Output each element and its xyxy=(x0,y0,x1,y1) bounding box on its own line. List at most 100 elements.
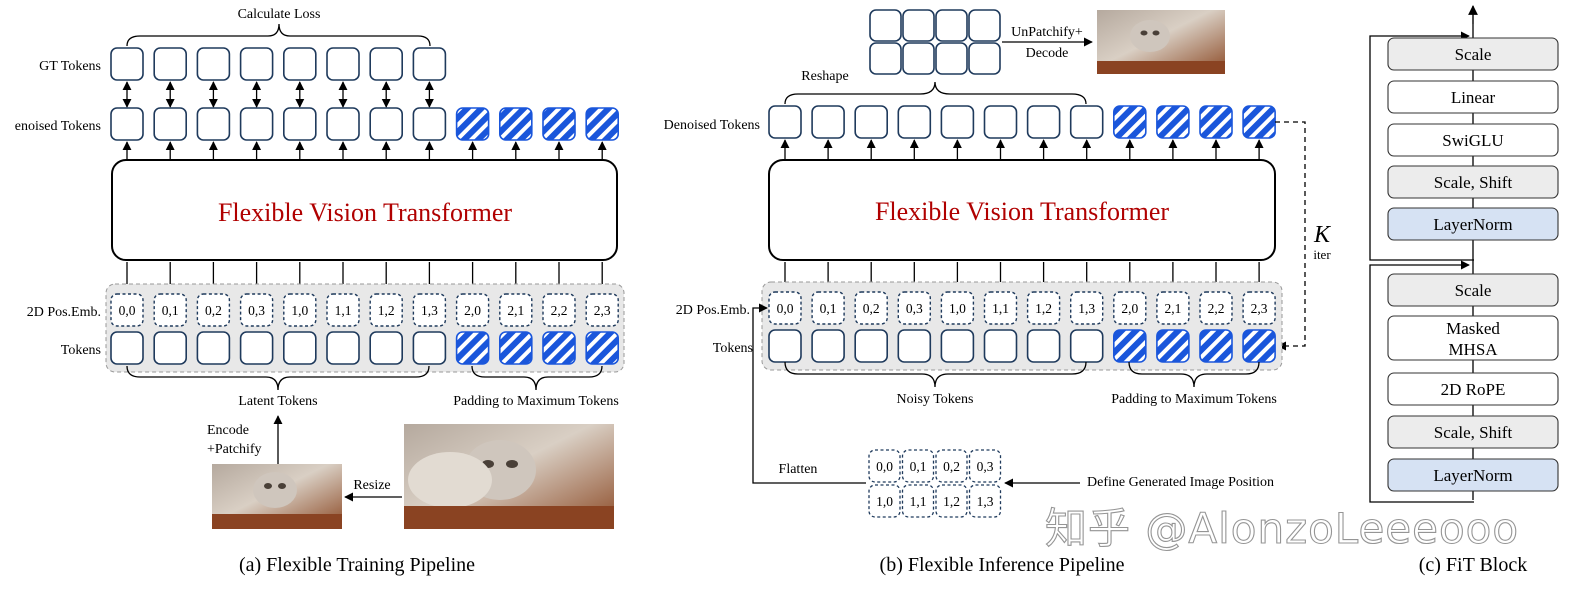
transformer-title-b: Flexible Vision Transformer xyxy=(875,197,1169,226)
pos-emb-panel-b xyxy=(761,281,1283,371)
grid-token xyxy=(935,42,968,75)
unpatchify-label-1: UnPatchify+ xyxy=(1011,25,1083,40)
calc-loss-label: Calculate Loss xyxy=(238,7,321,22)
denoised-token xyxy=(282,107,317,141)
gt-token xyxy=(282,47,317,81)
mlp-block xyxy=(1387,123,1559,157)
padding-token xyxy=(498,107,533,141)
caption-a: (a) Flexible Training Pipeline xyxy=(239,554,475,576)
latent-token xyxy=(369,331,404,365)
iter-label: iter xyxy=(1313,247,1331,262)
position-cell-label: 0,3 xyxy=(977,459,994,474)
pos-emb-label: 2,0 xyxy=(1121,301,1138,316)
transformer-box-a xyxy=(111,159,618,261)
tokens-label-b: Tokens xyxy=(713,341,753,356)
latent-token xyxy=(196,331,231,365)
attn-block xyxy=(1387,372,1559,406)
position-cell xyxy=(935,449,968,483)
padding-brace-a xyxy=(471,365,603,391)
noisy-token xyxy=(897,329,932,363)
denoised-token xyxy=(811,105,845,139)
pos-emb-panel-a xyxy=(105,283,625,373)
pos-emb-box xyxy=(499,293,533,327)
gt-token xyxy=(326,47,360,81)
gt-denoised-arrows xyxy=(122,81,434,108)
denoised-token-row xyxy=(110,107,620,141)
attn-block xyxy=(1387,458,1559,492)
pos-emb-label: 1,2 xyxy=(1035,301,1052,316)
padding-token xyxy=(1242,329,1276,363)
attn-block xyxy=(1387,415,1559,449)
input-token-row-b xyxy=(768,329,1276,363)
pos-emb-label: 0,3 xyxy=(906,301,923,316)
position-cell xyxy=(968,449,1002,483)
mlp-block xyxy=(1387,80,1559,114)
pos-emb-label: 0,1 xyxy=(820,301,837,316)
denoised-tokens-label-b: Denoised Tokens xyxy=(664,118,760,133)
pos-emb-box xyxy=(1199,291,1233,325)
block-label: MHSA xyxy=(1448,340,1498,359)
mlp-block xyxy=(1387,207,1559,241)
pos-emb-label: 2,3 xyxy=(1251,301,1268,316)
pos-emb-box xyxy=(1026,291,1061,325)
position-cell-label: 1,2 xyxy=(943,494,960,509)
pos-emb-box xyxy=(542,293,576,327)
denoised-token xyxy=(768,105,802,139)
denoised-token xyxy=(196,107,231,141)
gt-token-row xyxy=(110,47,447,81)
padding-label-b: Padding to Maximum Tokens xyxy=(1111,392,1277,407)
pos-emb-label: 2,1 xyxy=(507,303,524,318)
input-token-row xyxy=(110,331,620,365)
transformer-output-arrows xyxy=(122,141,607,160)
transformer-title-a: Flexible Vision Transformer xyxy=(218,198,512,227)
noisy-token xyxy=(811,329,845,363)
attn-residual xyxy=(1369,260,1474,503)
pos-emb-label: 0,1 xyxy=(162,303,179,318)
denoised-token xyxy=(854,105,889,139)
tokens-label-a: Tokens xyxy=(61,343,101,358)
pos-emb-label: 2,0 xyxy=(464,303,481,318)
denoised-token xyxy=(239,107,274,141)
calc-loss-brace xyxy=(126,23,431,47)
padding-brace-b xyxy=(1128,361,1260,388)
mlp-block xyxy=(1387,165,1559,199)
position-cell-label: 1,1 xyxy=(910,494,927,509)
noisy-token xyxy=(854,329,889,363)
position-cell-label: 0,0 xyxy=(876,459,893,474)
pos-emb-box xyxy=(1113,291,1147,325)
pos-emb-box xyxy=(110,293,144,327)
output-token-grid xyxy=(869,9,1001,75)
padding-token xyxy=(455,107,490,141)
denoised-token xyxy=(412,107,447,141)
pos-emb-box xyxy=(585,293,619,327)
caption-c: (c) FiT Block xyxy=(1419,554,1528,576)
mlp-block xyxy=(1387,37,1559,71)
block-label: Masked xyxy=(1446,319,1500,338)
latent-token xyxy=(412,331,447,365)
denoised-tokens-label: enoised Tokens xyxy=(15,119,101,134)
position-cell xyxy=(901,484,935,518)
padding-token xyxy=(1113,105,1147,139)
denoised-token xyxy=(940,105,975,139)
pos-emb-box xyxy=(153,293,187,327)
pos-emb-box xyxy=(1156,291,1190,325)
pos-emb-box xyxy=(326,293,360,327)
padding-token xyxy=(1156,105,1190,139)
position-cell-label: 1,3 xyxy=(977,494,994,509)
position-cell xyxy=(968,484,1002,518)
pos-emb-label: 1,0 xyxy=(949,301,966,316)
position-cell-label: 1,0 xyxy=(876,494,893,509)
panel-a: Calculate Loss GT Tokens enoised Tokens … xyxy=(15,7,625,576)
denoised-token xyxy=(326,107,360,141)
padding-token xyxy=(455,331,490,365)
unpatchify-label-2: Decode xyxy=(1026,46,1069,61)
grid-token xyxy=(968,42,1001,75)
position-cell xyxy=(868,484,901,518)
denoised-token xyxy=(110,107,144,141)
k-label: K xyxy=(1313,222,1332,248)
position-cell xyxy=(868,449,901,483)
